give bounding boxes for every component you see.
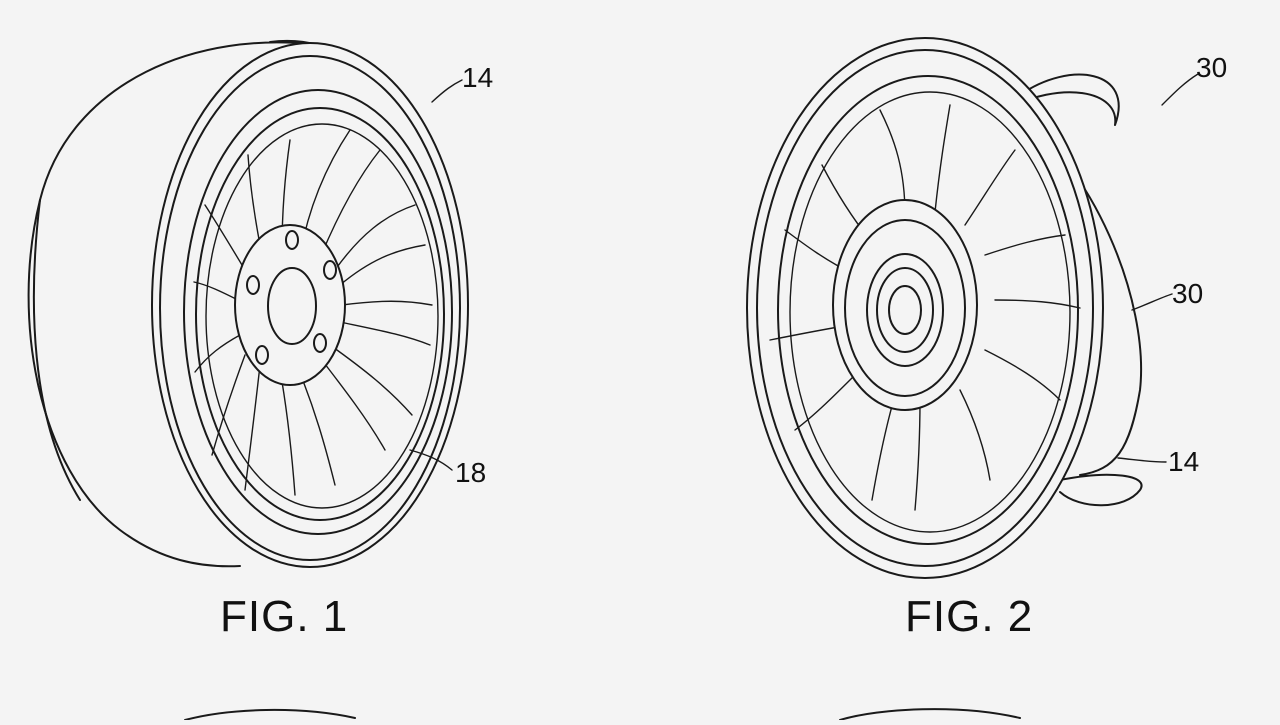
fig2-tire-edge: [756, 49, 1094, 567]
fig1-rim-barrel: [205, 123, 439, 509]
fig4-partial-outline: [839, 708, 1021, 721]
fig2-hub-ring: [844, 219, 966, 397]
fig1-label-rim: 18: [455, 457, 487, 488]
fig1-lug-hole: [246, 275, 260, 295]
fig1-hub: [234, 224, 346, 386]
fig1-tire-shoulder: [32, 199, 81, 501]
fig2-leader-30-side: [1131, 293, 1173, 311]
fig2-rim-barrel: [789, 91, 1071, 533]
fig2-hub-bore-outer: [866, 253, 944, 367]
fig2-label-cover: 30: [1172, 278, 1204, 309]
fig1-leader-14: [431, 79, 463, 103]
fig1-rim-flange: [183, 89, 453, 535]
fig1-rim-inner-edge: [195, 107, 445, 521]
fig2-hub-outer: [832, 199, 978, 411]
fig1-lug-hole: [323, 260, 337, 280]
fig2-label-view: 30: [1196, 52, 1228, 83]
fig1-lug-hole: [255, 345, 269, 365]
fig2-cover-outline: [1004, 73, 1143, 507]
fig2-caption: FIG. 2: [905, 592, 1034, 641]
fig1-wheel-drawing: [27, 39, 469, 568]
fig3-partial-outline: [184, 708, 356, 721]
fig2-hub-center: [888, 285, 922, 335]
fig1-sidewall-edge: [159, 55, 461, 561]
fig1-leader-18: [409, 449, 453, 471]
fig2-label-tire: 14: [1168, 446, 1200, 477]
fig1-label-tire: 14: [462, 62, 494, 93]
fig1-center-bore: [267, 267, 317, 345]
fig1-caption: FIG. 1: [220, 592, 349, 641]
fig2-rim-flange: [777, 75, 1079, 545]
fig2-leader-30-top: [1161, 73, 1199, 106]
fig1-lug-hole: [313, 333, 327, 353]
fig2-wheel-drawing: [746, 37, 1199, 579]
fig1-lug-hole: [285, 230, 299, 250]
fig2-hub-bore-inner: [876, 267, 934, 353]
fig2-leader-14: [1117, 457, 1167, 463]
